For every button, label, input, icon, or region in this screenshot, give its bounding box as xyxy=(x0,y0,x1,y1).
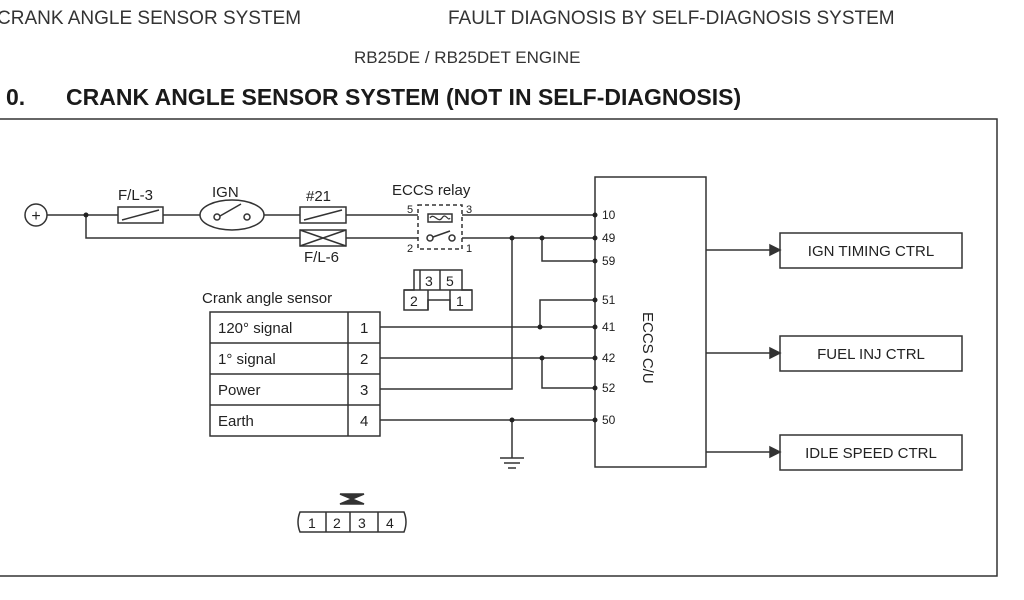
fuse-fl3-symbol xyxy=(117,206,164,224)
output-ign-timing: IGN TIMING CTRL xyxy=(808,243,934,260)
fuse-21-label: #21 xyxy=(306,188,331,205)
fuse-fl3-label: F/L-3 xyxy=(118,187,153,204)
section-number: 0. xyxy=(6,84,26,110)
section-title: CRANK ANGLE SENSOR SYSTEM (NOT IN SELF-D… xyxy=(66,84,742,110)
output-fuel-inj: FUEL INJ CTRL xyxy=(817,346,925,363)
eccs-relay-box xyxy=(417,204,463,250)
eccs-cu-box xyxy=(594,176,707,468)
relay-conn-pin-2: 2 xyxy=(410,293,418,309)
connector-pin-4: 4 xyxy=(386,515,394,531)
output-idle-speed: IDLE SPEED CTRL xyxy=(805,445,937,462)
connector-pin-2: 2 xyxy=(333,515,341,531)
sensor-row-4-pin: 4 xyxy=(360,413,368,430)
header-right: FAULT DIAGNOSIS BY SELF-DIAGNOSIS SYSTEM xyxy=(448,8,895,29)
relay-conn-pin-3: 3 xyxy=(425,273,433,289)
ecu-label: ECCS C/U xyxy=(639,312,656,384)
engine-subtitle: RB25DE / RB25DET ENGINE xyxy=(354,48,581,67)
ecu-pin-41: 41 xyxy=(602,320,616,334)
output-box-ign xyxy=(779,232,963,269)
ecu-pin-42: 42 xyxy=(602,351,616,365)
output-box-idle xyxy=(779,434,963,471)
battery-plus-label: + xyxy=(31,208,40,225)
ign-label: IGN xyxy=(212,184,239,201)
sensor-row-2-pin: 2 xyxy=(360,351,368,368)
fuse-fl6-symbol xyxy=(299,229,347,247)
sensor-connector-face xyxy=(297,511,407,533)
header-left: CRANK ANGLE SENSOR SYSTEM xyxy=(0,8,302,29)
sensor-row-4-label: Earth xyxy=(218,413,254,430)
relay-pin-1: 1 xyxy=(466,243,472,255)
ecu-pin-50: 50 xyxy=(602,413,616,427)
fuse-21-symbol xyxy=(299,206,347,224)
connector-pin-3: 3 xyxy=(358,515,366,531)
ecu-pin-59: 59 xyxy=(602,254,616,268)
ecu-pin-10: 10 xyxy=(602,208,616,222)
sensor-row-3-label: Power xyxy=(218,382,261,399)
ign-switch-symbol xyxy=(199,199,265,231)
connector-pin-1: 1 xyxy=(308,515,316,531)
sensor-row-2-label: 1° signal xyxy=(218,351,276,368)
relay-pin-3: 3 xyxy=(466,204,472,216)
sensor-row-1-pin: 1 xyxy=(360,320,368,337)
sensor-row-1-label: 120° signal xyxy=(218,320,292,337)
relay-conn-pin-1: 1 xyxy=(456,293,464,309)
ecu-pin-49: 49 xyxy=(602,231,616,245)
relay-pin-2: 2 xyxy=(407,243,413,255)
output-box-fuel xyxy=(779,335,963,372)
sensor-row-3-pin: 3 xyxy=(360,382,368,399)
fuse-fl6-label: F/L-6 xyxy=(304,249,339,266)
relay-pin-5: 5 xyxy=(407,204,413,216)
ecu-pin-51: 51 xyxy=(602,293,616,307)
relay-conn-pin-5: 5 xyxy=(446,273,454,289)
eccs-relay-label: ECCS relay xyxy=(392,182,471,199)
sensor-title: Crank angle sensor xyxy=(202,290,332,307)
ecu-pin-52: 52 xyxy=(602,381,616,395)
